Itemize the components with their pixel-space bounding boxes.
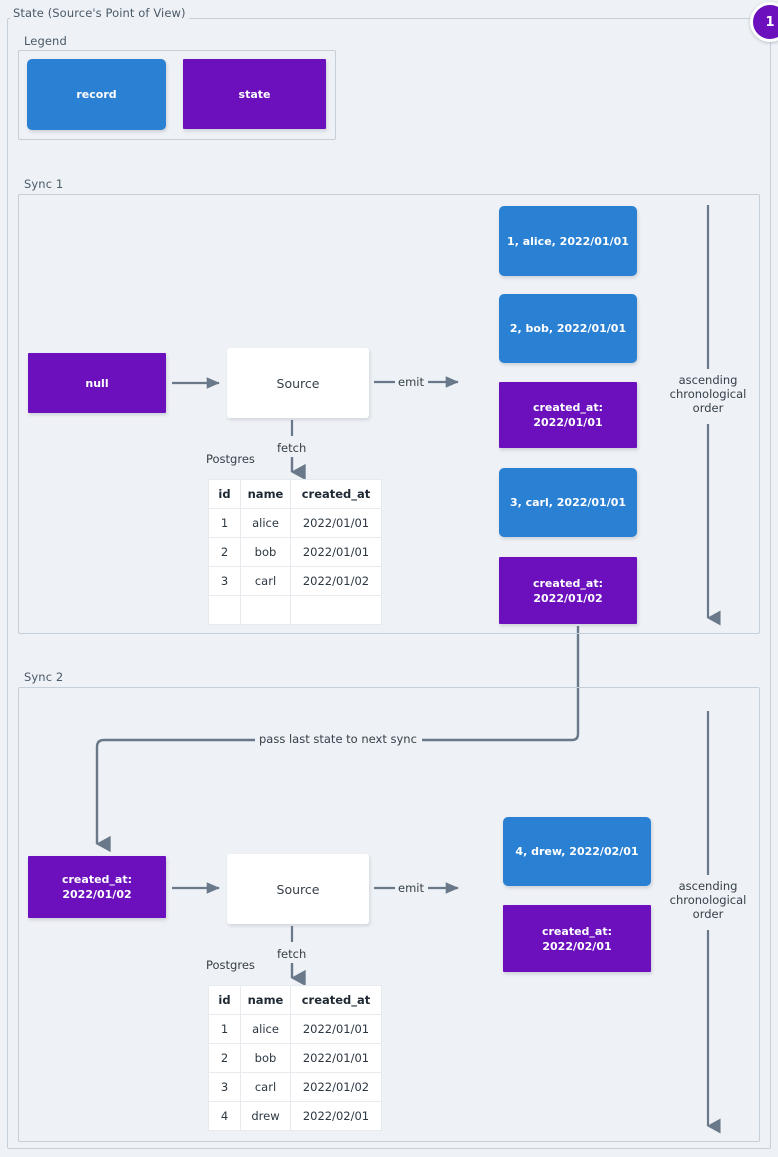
sync-1-emitted-record-1: 1, alice, 2022/01/01 xyxy=(499,206,637,276)
legend-item-state: state xyxy=(183,59,326,129)
column-header-created-at: created_at xyxy=(290,479,382,509)
table-row: 2 bob 2022/01/01 xyxy=(208,1043,382,1073)
state-key: created_at: xyxy=(61,873,132,886)
state-value: 2022/01/02 xyxy=(62,888,132,901)
cell-id: 1 xyxy=(208,508,241,538)
sync-1-title: Sync 1 xyxy=(21,178,67,191)
table-header-row: id name created_at xyxy=(208,985,382,1015)
cell-created-at: 2022/01/01 xyxy=(290,1014,382,1044)
cell-name: carl xyxy=(240,1072,291,1102)
sync-1-order-label: ascending chronological order xyxy=(669,373,747,415)
cell-created-at: 2022/01/01 xyxy=(290,1043,382,1073)
sync-2-emitted-state-1: created_at: 2022/02/01 xyxy=(503,905,651,972)
cell-id: 4 xyxy=(208,1101,241,1131)
state-key: created_at: xyxy=(532,576,603,590)
legend-panel xyxy=(18,50,336,140)
state-value: 2022/02/01 xyxy=(542,939,612,953)
sync-1-emitted-record-2: 2, bob, 2022/01/01 xyxy=(499,294,637,363)
cell-created-at: 2022/01/02 xyxy=(290,1072,382,1102)
cell-created-at: 2022/01/02 xyxy=(290,566,382,596)
table-row: 3 carl 2022/01/02 xyxy=(208,566,382,596)
sync-1-panel xyxy=(18,194,760,634)
table-row: 1 alice 2022/01/01 xyxy=(208,1014,382,1044)
sync-1-postgres-label: Postgres xyxy=(206,452,255,466)
sync-1-source-node: Source xyxy=(227,348,369,418)
cell-created-at: 2022/02/01 xyxy=(290,1101,382,1131)
legend-title: Legend xyxy=(21,35,70,48)
cell-created-at: 2022/01/01 xyxy=(290,508,382,538)
table-row: 3 carl 2022/01/02 xyxy=(208,1072,382,1102)
sync-1-postgres-table: id name created_at 1 alice 2022/01/01 2 … xyxy=(208,479,382,625)
cell-id: 2 xyxy=(208,1043,241,1073)
sync-1-emitted-state-2: created_at: 2022/01/02 xyxy=(499,557,637,624)
cell-name: carl xyxy=(240,566,291,596)
sync-2-source-node: Source xyxy=(227,854,369,924)
sync-1-emitted-record-3: 3, carl, 2022/01/01 xyxy=(499,468,637,537)
table-header-row: id name created_at xyxy=(208,479,382,509)
cell-id: 3 xyxy=(208,566,241,596)
sync-2-panel xyxy=(18,687,760,1142)
cell-created-at xyxy=(290,595,382,625)
cell-name: bob xyxy=(240,1043,291,1073)
cell-id: 3 xyxy=(208,1072,241,1102)
sync-2-postgres-label: Postgres xyxy=(206,958,255,972)
state-value: 2022/01/01 xyxy=(533,416,603,429)
cell-name: alice xyxy=(240,1014,291,1044)
cell-id: 2 xyxy=(208,537,241,567)
state-overview-panel xyxy=(7,18,771,1149)
table-row: 4 drew 2022/02/01 xyxy=(208,1101,382,1131)
sync-2-emitted-record-1: 4, drew, 2022/02/01 xyxy=(503,817,651,886)
sync-2-fetch-label: fetch xyxy=(277,947,307,961)
cell-created-at: 2022/01/01 xyxy=(290,537,382,567)
sync-1-emit-label: emit xyxy=(398,375,424,389)
table-row: 1 alice 2022/01/01 xyxy=(208,508,382,538)
sync-2-title: Sync 2 xyxy=(21,671,67,684)
cell-name: drew xyxy=(240,1101,291,1131)
cell-name: bob xyxy=(240,537,291,567)
pass-state-label: pass last state to next sync xyxy=(259,732,417,746)
table-row: 2 bob 2022/01/01 xyxy=(208,537,382,567)
column-header-id: id xyxy=(208,985,241,1015)
sync-1-input-state: null xyxy=(28,353,166,413)
column-header-id: id xyxy=(208,479,241,509)
sync-2-input-state: created_at: 2022/01/02 xyxy=(28,856,166,918)
sync-2-postgres-table: id name created_at 1 alice 2022/01/01 2 … xyxy=(208,985,382,1131)
step-badge[interactable]: 1 xyxy=(750,2,778,42)
cell-id: 1 xyxy=(208,1014,241,1044)
state-value: 2022/01/02 xyxy=(533,591,603,605)
column-header-name: name xyxy=(240,479,291,509)
sync-1-emitted-state-1: created_at: 2022/01/01 xyxy=(499,382,637,448)
page-title: State (Source's Point of View) xyxy=(10,7,189,20)
cell-id xyxy=(208,595,241,625)
column-header-name: name xyxy=(240,985,291,1015)
column-header-created-at: created_at xyxy=(290,985,382,1015)
sync-2-emit-label: emit xyxy=(398,881,424,895)
state-key: created_at: xyxy=(541,924,612,938)
cell-name xyxy=(240,595,291,625)
sync-1-fetch-label: fetch xyxy=(277,441,307,455)
cell-name: alice xyxy=(240,508,291,538)
legend-item-record: record xyxy=(27,59,166,130)
state-key: created_at: xyxy=(532,401,603,414)
sync-2-order-label: ascending chronological order xyxy=(669,879,747,921)
table-row-empty xyxy=(208,595,382,625)
